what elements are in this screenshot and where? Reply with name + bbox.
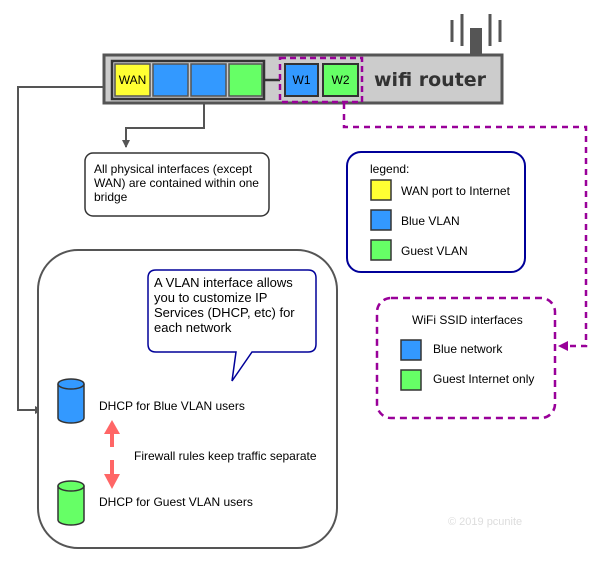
wan-port-label: WAN bbox=[119, 73, 147, 87]
wifi-to-ssid-connector bbox=[342, 103, 588, 348]
firewall-separation-arrow bbox=[104, 420, 120, 489]
dhcp-guest-label: DHCP for Guest VLAN users bbox=[99, 495, 253, 509]
bridge-note-text: All physical interfaces (except WAN) are… bbox=[94, 162, 259, 204]
legend-title: legend: bbox=[370, 162, 409, 176]
ssid-label-guest: Guest Internet only bbox=[433, 372, 534, 386]
ssid-swatch-guest bbox=[400, 369, 422, 391]
router-to-dhcp-connector bbox=[17, 86, 104, 414]
wan-port[interactable] bbox=[114, 63, 151, 97]
firewall-note: Firewall rules keep traffic separate bbox=[134, 449, 317, 463]
lan-port-2[interactable] bbox=[190, 63, 227, 97]
wifi-ssid-arrowhead bbox=[558, 341, 568, 351]
legend-swatch-blue bbox=[370, 209, 392, 231]
legend-label-guest: Guest VLAN bbox=[401, 244, 468, 258]
bridge-note-connector bbox=[122, 104, 205, 148]
router-title: wifi router bbox=[374, 69, 487, 91]
ssid-swatch-blue bbox=[400, 339, 422, 361]
legend-swatch-guest bbox=[370, 239, 392, 261]
dhcp-blue-label: DHCP for Blue VLAN users bbox=[99, 399, 245, 413]
copyright-watermark: © 2019 pcunite bbox=[448, 516, 522, 528]
wifi-port-w1[interactable] bbox=[284, 63, 319, 97]
lan-port-3[interactable] bbox=[228, 63, 263, 97]
lan-port-1[interactable] bbox=[152, 63, 189, 97]
database-icon-guest bbox=[57, 480, 85, 526]
vlan-callout-text: A VLAN interface allows you to customize… bbox=[154, 275, 295, 335]
ssid-label-blue: Blue network bbox=[433, 342, 503, 356]
database-icon-blue bbox=[57, 378, 85, 424]
legend-label-wan: WAN port to Internet bbox=[401, 184, 511, 198]
antenna-icon bbox=[450, 14, 502, 54]
wifi-port-w1-label: W1 bbox=[293, 73, 311, 87]
wifi-interface-group bbox=[278, 56, 364, 104]
db-guest-body bbox=[57, 486, 85, 526]
vlan-callout-bubble bbox=[147, 269, 317, 382]
legend-label-blue: Blue VLAN bbox=[401, 214, 460, 228]
wifi-port-w2[interactable] bbox=[322, 63, 359, 97]
bridge-note-box bbox=[84, 152, 270, 217]
wifi-port-w2-label: W2 bbox=[332, 73, 350, 87]
legend-swatch-wan bbox=[370, 179, 392, 201]
wifi-ssid-title: WiFi SSID interfaces bbox=[412, 313, 523, 327]
